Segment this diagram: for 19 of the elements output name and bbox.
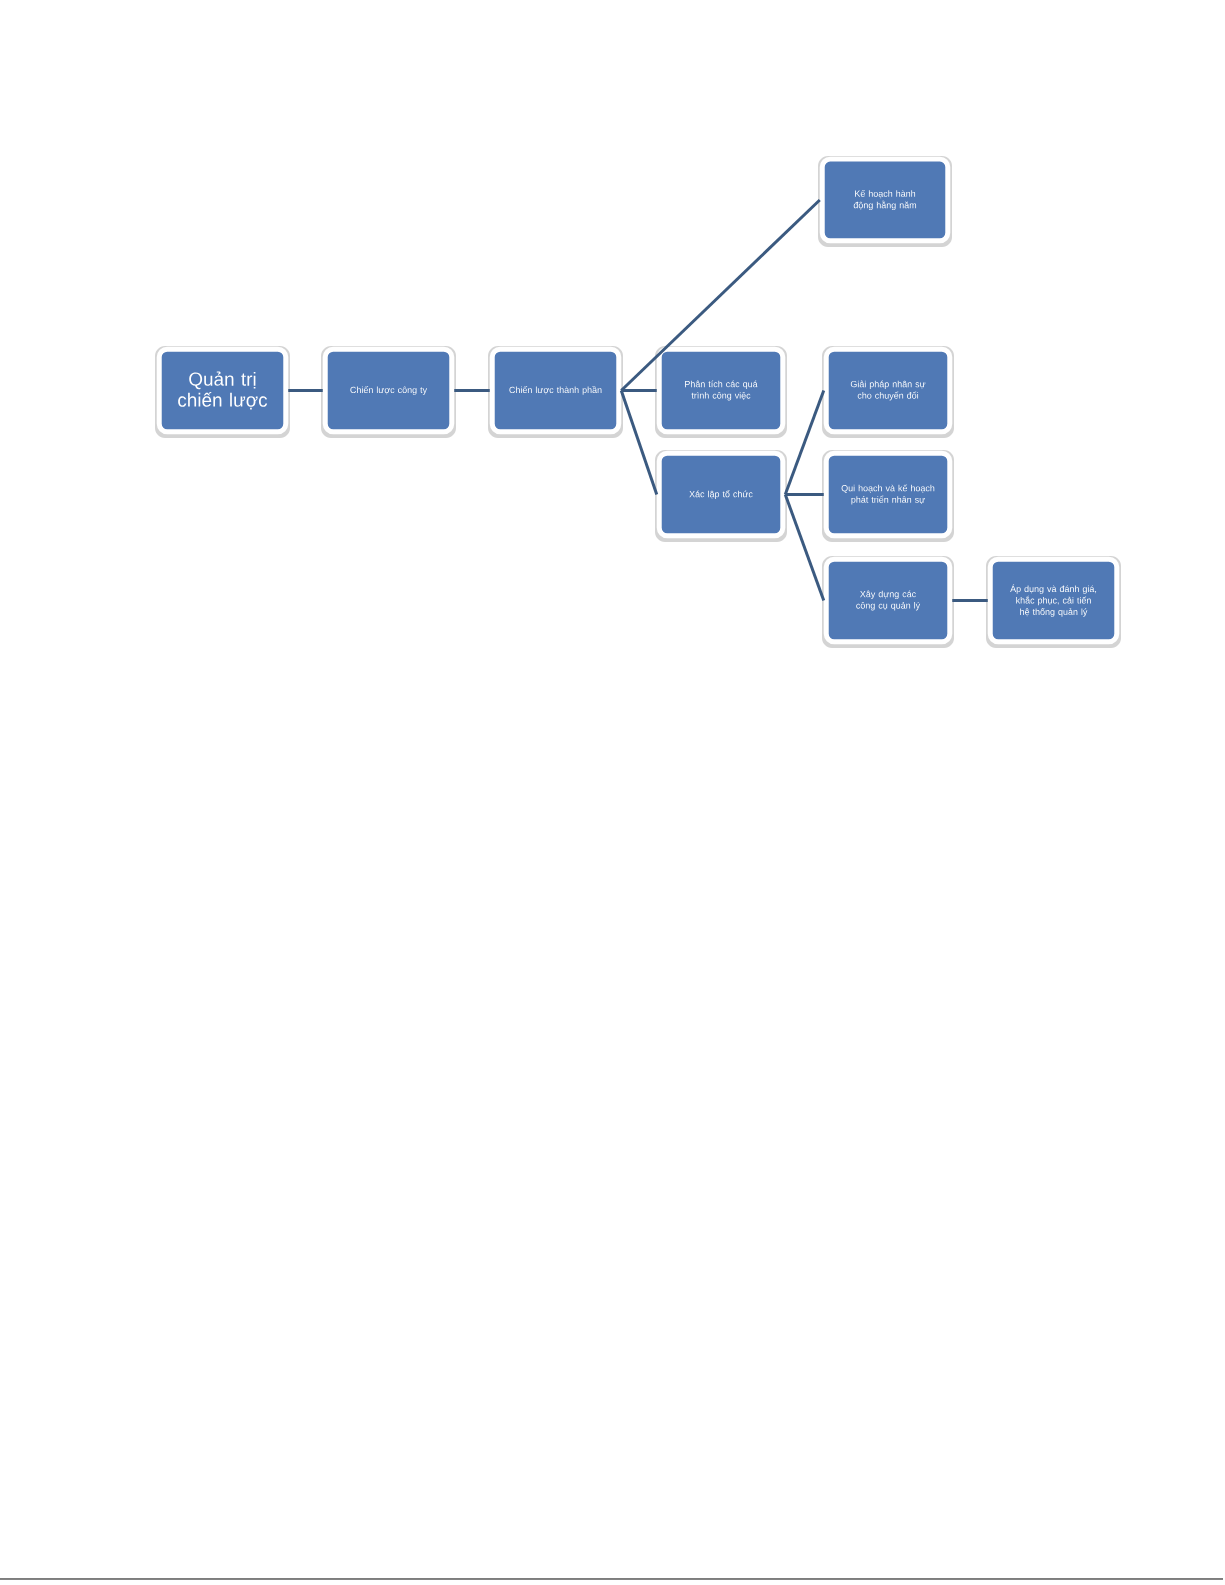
process-box: Giải pháp nhân sự cho chuyển đổi (822, 346, 954, 438)
process-box: Xác lập tổ chức (655, 450, 787, 542)
connector-line (621, 389, 657, 392)
connector-line (288, 389, 323, 392)
process-box: Kế hoạch hành động hằng năm (818, 156, 952, 247)
connector-line (620, 198, 821, 392)
process-box: Chiến lược thành phần (488, 346, 623, 438)
process-box: Xây dựng các công cụ quản lý (822, 556, 954, 648)
connector-line (783, 494, 826, 601)
process-box: Qui hoạch và kế hoạch phát triển nhân sự (822, 450, 954, 542)
process-box: Phân tích các quá trình công việc (655, 346, 787, 438)
connector-line (785, 493, 824, 496)
process-box: Áp dụng và đánh giá, khắc phục, cải tiến hệ thống quản lý (986, 556, 1121, 648)
connector-line (454, 389, 490, 392)
connector-line (952, 599, 988, 602)
process-box: Quản trị chiến lược (155, 346, 290, 438)
connector-line (619, 390, 659, 495)
process-box: Chiến lược công ty (321, 346, 456, 438)
connector-line (783, 389, 826, 495)
